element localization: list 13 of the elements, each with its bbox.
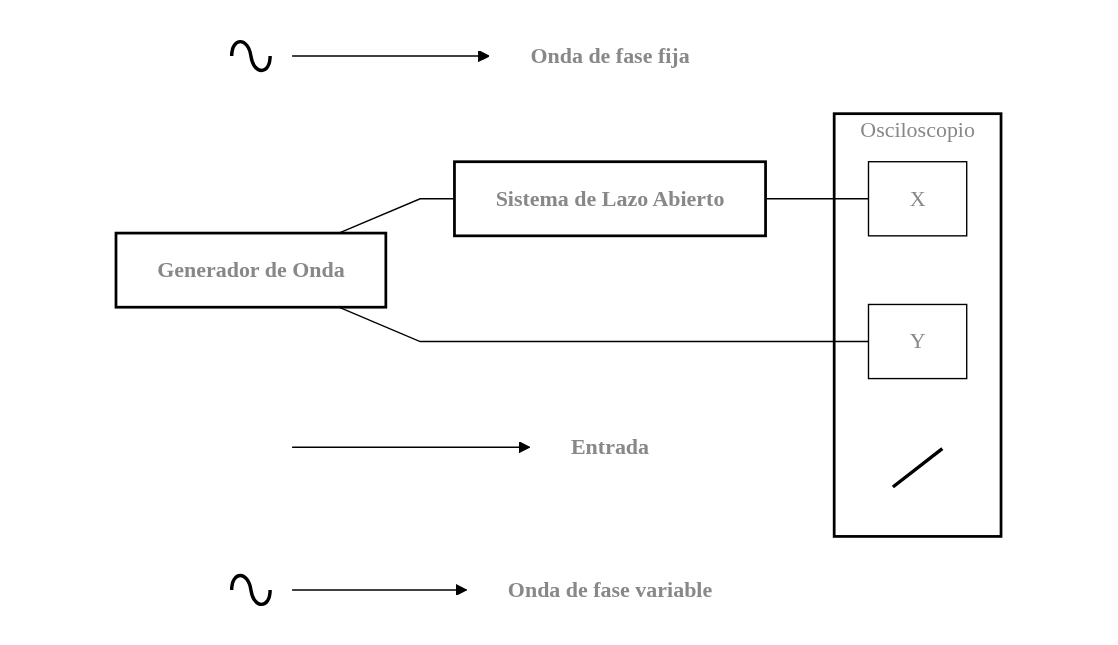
callout-text: Entrada (571, 434, 650, 458)
process-box: Generador de Onda (115, 231, 388, 309)
callout-text: Onda de fase fija (530, 43, 691, 67)
terminal-box: X (868, 160, 968, 237)
callout-text: Onda de fase variable (508, 577, 713, 601)
trace-line (892, 446, 944, 488)
sine-wave-icon (230, 573, 273, 606)
leader-arrow (291, 440, 531, 453)
process-box: Sistema de Lazo Abierto (453, 159, 768, 237)
terminal-box: Y (868, 303, 968, 379)
leader-arrow (291, 49, 491, 62)
leader-arrow (291, 583, 468, 596)
sine-wave-icon (230, 39, 273, 72)
